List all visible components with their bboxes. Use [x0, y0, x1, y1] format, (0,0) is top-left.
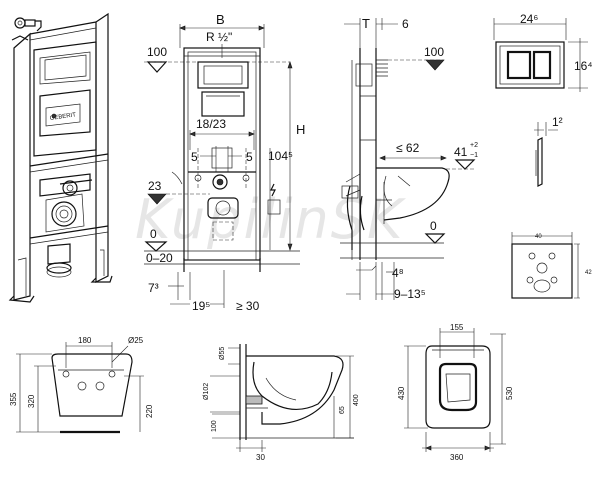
floor-zero-label: 0: [150, 227, 157, 241]
fix-height-label: 42: [585, 270, 592, 276]
tolerance-plus-label: +2: [470, 142, 478, 149]
thickness-t-label: T: [362, 16, 370, 31]
depth-bottom-label: 7³: [148, 281, 159, 295]
bowl-h-65-label: 65: [339, 406, 346, 414]
plate-height-label: 16⁴: [574, 59, 593, 73]
fix-width-label: 40: [535, 234, 542, 240]
bowl-dia-25-label: Ø25: [128, 336, 144, 345]
pipe-height-label: 23: [148, 179, 162, 193]
frame-perspective-view: GEBERIT: [8, 12, 113, 303]
frame-side-view: T 6 100 ≤ 62 41 +2 −1 0: [340, 16, 478, 301]
bowl-w-30-label: 30: [256, 453, 265, 462]
offset-6-label: 6: [402, 17, 409, 31]
watermark: KupilinSK: [135, 188, 406, 251]
side-level-100-label: 100: [424, 45, 444, 59]
height-41-label: 41: [454, 145, 468, 159]
side-floor-zero-label: 0: [430, 219, 437, 233]
tolerance-minus-label: −1: [470, 152, 478, 159]
bowl-top-view: 155 430 530 360: [397, 323, 514, 462]
height-value-label: 104⁵: [268, 149, 293, 163]
bowl-height-320-label: 320: [27, 394, 36, 408]
thread-label: R ½": [206, 30, 232, 44]
bowl-h-100-label: 100: [211, 420, 218, 432]
bowl-dia-102-label: Ø102: [203, 383, 210, 400]
right-offset-label: 5: [246, 150, 253, 164]
bowl-width-180-label: 180: [78, 336, 92, 345]
bowl-dia-55-label: Ø55: [219, 347, 226, 360]
bowl-height-220-label: 220: [145, 404, 154, 418]
height-h-label: H: [296, 122, 305, 137]
flush-plate-view: 24⁶ 16⁴ 1²: [493, 12, 593, 187]
plate-width-label: 24⁶: [520, 12, 538, 26]
bowl-height-355-label: 355: [9, 392, 18, 406]
spacing-label: 18/23: [196, 117, 226, 131]
bowl-front-view: 180 Ø25 355 320 220: [9, 336, 154, 434]
max-62-label: ≤ 62: [396, 141, 420, 155]
range-9-label: 9–13⁵: [394, 287, 426, 301]
bowl-h-430-label: 430: [397, 386, 406, 400]
level-100-label: 100: [147, 45, 167, 59]
plate-thickness-label: 1²: [552, 115, 563, 129]
bowl-w-360-label: 360: [450, 453, 464, 462]
left-offset-label: 5: [191, 150, 198, 164]
fixing-template-view: 40 42: [511, 232, 592, 299]
bowl-side-view: Ø55 Ø102 100 400 65 30: [203, 344, 360, 462]
bowl-w-155-label: 155: [450, 323, 464, 332]
floor-range-label: 0–20: [146, 251, 173, 265]
depth-19-label: 19⁵: [192, 299, 210, 313]
bowl-h-400-label: 400: [353, 394, 360, 406]
bowl-h-530-label: 530: [505, 386, 514, 400]
gap-48-label: 4⁸: [392, 266, 404, 280]
frame-front-view: B R ½" 100 18/23 5 5 23: [144, 12, 305, 313]
brand-label: GEBERIT: [49, 112, 76, 122]
min-width-label: ≥ 30: [236, 299, 260, 313]
width-b-label: B: [216, 12, 225, 27]
